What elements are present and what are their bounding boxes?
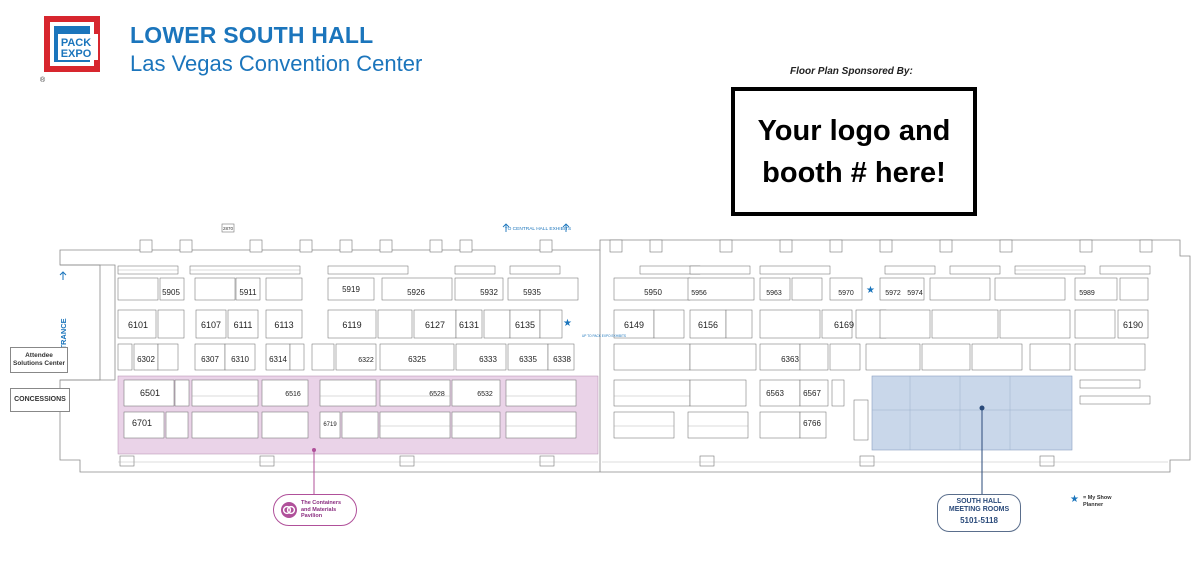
booth-6338[interactable]: 6338	[553, 355, 571, 364]
venue-subtitle: Las Vegas Convention Center	[130, 51, 423, 76]
booth-6169[interactable]: 6169	[834, 320, 854, 330]
booth-5972[interactable]: 5972	[885, 290, 901, 297]
booth-6156[interactable]: 6156	[698, 320, 718, 330]
booth-6131[interactable]: 6131	[459, 320, 479, 330]
booth-6307[interactable]: 6307	[201, 355, 219, 364]
meeting-rooms-line-1: SOUTH HALL	[956, 498, 1002, 505]
entrance-label: ENTRANCE	[59, 318, 68, 360]
hall-title: LOWER SOUTH HALL	[130, 22, 374, 48]
sponsor-placeholder-text: Your logo and booth # here!	[758, 110, 951, 194]
arrow-up-icon	[562, 223, 570, 232]
booth-6119[interactable]: 6119	[342, 320, 361, 330]
central-hall-label: TO CENTRAL HALL EXHIBITS	[505, 226, 571, 232]
pavilion-cc-icon	[281, 502, 297, 518]
booth-6190[interactable]: 6190	[1123, 320, 1143, 330]
attendee-center-line-2: Solutions Center	[12, 360, 65, 367]
booth-6101[interactable]: 6101	[128, 320, 148, 330]
booth-5905[interactable]: 5905	[162, 288, 180, 297]
logo-expo: EXPO	[61, 48, 92, 60]
booth-5974[interactable]: 5974	[907, 290, 923, 297]
concessions-label: CONCESSIONS	[14, 396, 66, 403]
booth-6563[interactable]: 6563	[766, 389, 784, 398]
sponsor-label: Floor Plan Sponsored By:	[790, 66, 913, 77]
booth-5935[interactable]: 5935	[523, 288, 541, 297]
star-icon: ★	[1070, 494, 1079, 505]
small-booth-cells	[118, 269, 1085, 427]
legend-line-1: = My Show	[1082, 495, 1112, 501]
booth-6135[interactable]: 6135	[515, 320, 535, 330]
booth-6567[interactable]: 6567	[803, 389, 821, 398]
booth-6310[interactable]: 6310	[231, 355, 249, 364]
wall-columns	[119, 223, 1153, 467]
pavilion-line-2: and Materials	[301, 506, 337, 513]
booth-5926[interactable]: 5926	[407, 288, 425, 297]
booth-6532[interactable]: 6532	[477, 391, 493, 398]
pack-expo-logo: PACK EXPO ®	[40, 16, 100, 84]
sponsor-placeholder-box: Your logo and booth # here!	[731, 87, 977, 216]
south-hall-meeting-rooms-callout[interactable]: SOUTH HALL MEETING ROOMS 5101-5118	[937, 494, 1021, 532]
booth-6719[interactable]: 6719	[323, 422, 337, 428]
legend-line-2: Planner	[1082, 501, 1104, 508]
sponsor-line-1: Your logo and	[757, 114, 951, 147]
logo-pack: PACK	[61, 37, 91, 49]
booth-6111[interactable]: 6111	[234, 320, 253, 330]
floor-plan: 2870	[58, 223, 1191, 494]
attendee-center-line-1: Attendee	[25, 352, 53, 359]
booth-5911[interactable]: 5911	[239, 288, 257, 297]
star-icon[interactable]: ★	[563, 318, 572, 329]
hall-outline	[59, 239, 1191, 473]
meeting-rooms-line-2: MEETING ROOMS	[948, 506, 1010, 513]
booth-6113[interactable]: 6113	[274, 320, 293, 330]
booth-5919[interactable]: 5919	[342, 285, 360, 294]
legend-text: = My Show Planner	[1083, 495, 1117, 508]
booth-6127[interactable]: 6127	[425, 320, 445, 330]
booth-grid	[117, 265, 1151, 441]
booth-6333[interactable]: 6333	[479, 355, 497, 364]
meeting-rooms-range: 5101-5118	[960, 516, 998, 525]
booth-6322[interactable]: 6322	[358, 357, 374, 364]
booth-5956[interactable]: 5956	[691, 290, 707, 297]
attendee-solutions-center[interactable]: Attendee Solutions Center	[10, 347, 68, 373]
booth-6363[interactable]: 6363	[781, 355, 799, 364]
booth-5932[interactable]: 5932	[480, 288, 498, 297]
booth-6701[interactable]: 6701	[132, 418, 152, 428]
booth-5970[interactable]: 5970	[838, 290, 854, 297]
sponsor-line-2: booth # here!	[762, 156, 946, 189]
booth-6528[interactable]: 6528	[429, 391, 445, 398]
room-number-top: 2870	[223, 226, 234, 231]
pavilion-line-1: The Containers	[301, 500, 342, 507]
concessions[interactable]: CONCESSIONS	[10, 388, 70, 412]
booth-6149[interactable]: 6149	[624, 320, 644, 330]
entrance-arrow-icon	[59, 271, 67, 280]
booth-5989[interactable]: 5989	[1079, 290, 1095, 297]
meeting-rooms-pin	[979, 405, 985, 411]
containers-materials-pavilion-callout[interactable]: The Containers and Materials Pavilion	[273, 494, 357, 526]
south-hall-meeting-rooms-area[interactable]	[871, 375, 1073, 451]
meeting-rooms-title: SOUTH HALL MEETING ROOMS	[938, 498, 1020, 514]
booth-6107[interactable]: 6107	[201, 320, 221, 330]
star-icon[interactable]: ★	[866, 285, 875, 296]
booth-6325[interactable]: 6325	[408, 355, 426, 364]
booth-labels: 6101 6107 6111 6113 6119 6127 6131 6135 …	[128, 285, 1143, 428]
pavilion-callout-text: The Containers and Materials Pavilion	[301, 500, 341, 520]
pavilion-pin	[312, 448, 316, 452]
pavilion-line-3: Pavilion	[301, 513, 323, 520]
legend: ★ = My Show Planner	[1070, 495, 1117, 508]
arrow-up-icon	[502, 223, 510, 232]
booth-6501[interactable]: 6501	[140, 388, 160, 398]
booth-6516[interactable]: 6516	[285, 391, 301, 398]
up-to-pack-expo-label: UP TO PACK EXPO EXHIBITS	[582, 334, 626, 338]
booth-5950[interactable]: 5950	[644, 288, 662, 297]
meeting-room-dividers	[872, 376, 1072, 450]
booth-6335[interactable]: 6335	[519, 355, 537, 364]
booth-6314[interactable]: 6314	[269, 355, 287, 364]
logo-registered-mark: ®	[40, 76, 46, 84]
booth-5963[interactable]: 5963	[766, 290, 782, 297]
booth-6766[interactable]: 6766	[803, 419, 821, 428]
booth-6302[interactable]: 6302	[137, 355, 155, 364]
